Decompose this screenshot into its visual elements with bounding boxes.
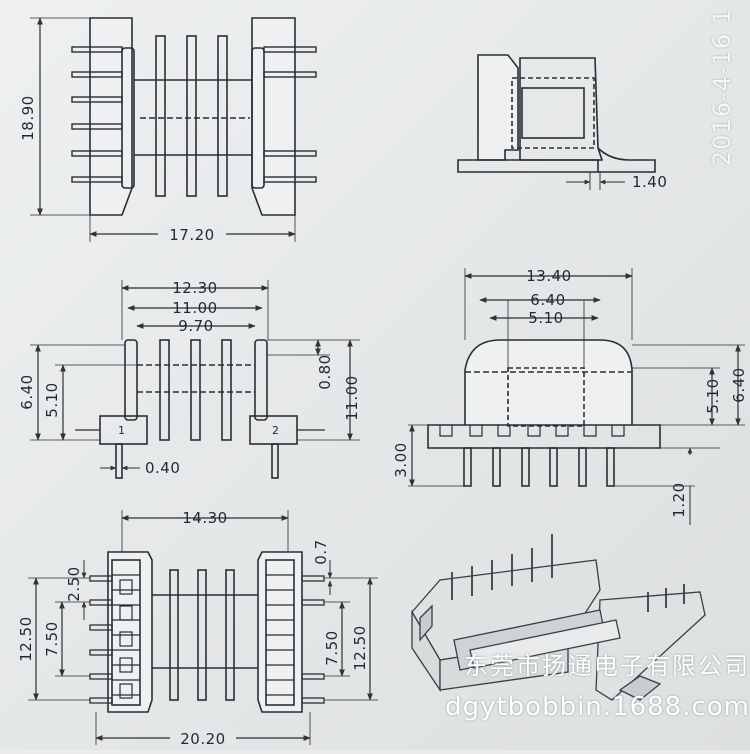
front-pin-mark-1: 1 bbox=[118, 424, 125, 437]
front-right-small-height-label: 0.80 bbox=[316, 354, 334, 389]
company-watermark: 东莞市扬通电子有限公司 bbox=[464, 652, 750, 680]
bottom-total-width-label: 20.20 bbox=[180, 730, 225, 748]
front-left-outer-height-label: 6.40 bbox=[18, 374, 36, 409]
end-view bbox=[408, 268, 745, 525]
bottom-right-inner-span-label: 7.50 bbox=[323, 630, 341, 665]
bottom-top-width-label: 14.30 bbox=[182, 509, 227, 527]
end-inner-width-label: 5.10 bbox=[528, 309, 563, 327]
top-width-label: 17.20 bbox=[169, 226, 214, 244]
end-mid-width-label: 6.40 bbox=[530, 291, 565, 309]
bottom-left-inner-span-label: 7.50 bbox=[43, 621, 61, 656]
end-pin-length-label: 3.00 bbox=[392, 442, 410, 477]
top-height-label: 18.90 bbox=[19, 95, 37, 140]
bottom-right-outer-span-label: 12.50 bbox=[351, 625, 369, 670]
front-outer-width-label: 12.30 bbox=[172, 279, 217, 297]
bottom-right-gap-label: 0.7 bbox=[312, 539, 330, 564]
front-right-total-height-label: 11.00 bbox=[343, 375, 361, 420]
end-right-inner-height-label: 5.10 bbox=[704, 378, 722, 413]
end-pin-offset-label: 1.20 bbox=[670, 482, 688, 517]
top-view bbox=[30, 17, 317, 242]
front-pin-width-label: 0.40 bbox=[145, 459, 180, 477]
bottom-view bbox=[28, 510, 378, 745]
date-stamp: 2016-4-16 1 bbox=[708, 8, 736, 167]
url-watermark: dgytbobbin.1688.com bbox=[445, 692, 750, 722]
bottom-left-pitch-label: 2.50 bbox=[65, 566, 83, 601]
front-left-inner-height-label: 5.10 bbox=[43, 382, 61, 417]
front-mid-width-label: 11.00 bbox=[172, 299, 217, 317]
end-right-outer-height-label: 6.40 bbox=[730, 367, 748, 402]
bottom-left-outer-span-label: 12.50 bbox=[17, 616, 35, 661]
side-slot-label: 1.40 bbox=[632, 173, 667, 191]
isometric-bobbin bbox=[411, 534, 706, 701]
side-view bbox=[457, 54, 656, 190]
end-outer-width-label: 13.40 bbox=[526, 267, 571, 285]
front-view bbox=[30, 280, 360, 479]
front-inner-width-label: 9.70 bbox=[178, 317, 213, 335]
front-pin-mark-2: 2 bbox=[272, 424, 279, 437]
